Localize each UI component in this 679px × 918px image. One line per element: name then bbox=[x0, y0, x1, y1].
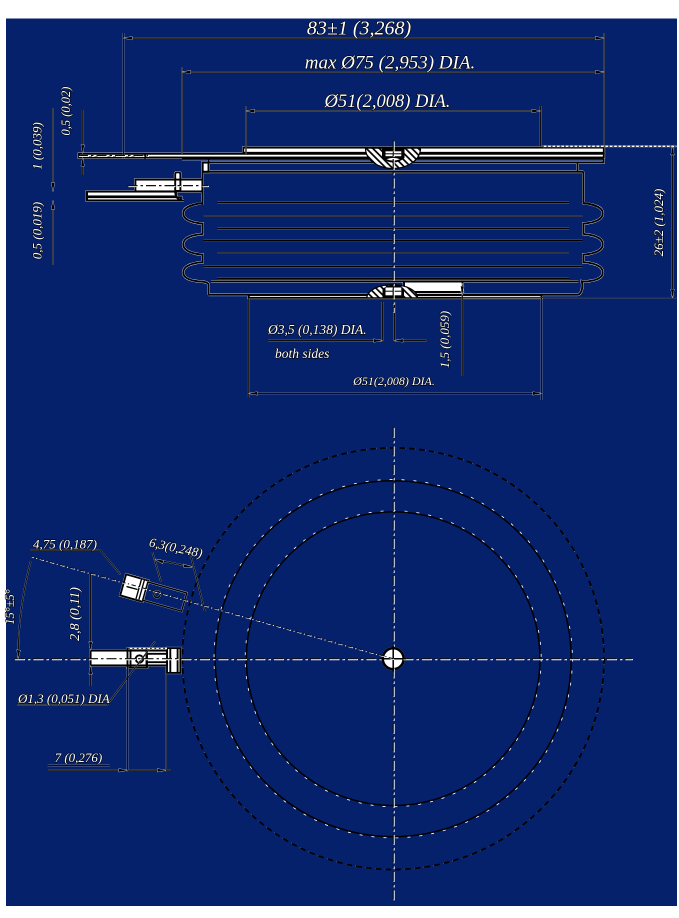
svg-text:1,5 (0,059): 1,5 (0,059) bbox=[437, 311, 452, 368]
svg-text:max Ø75 (2,953) DIA.: max Ø75 (2,953) DIA. bbox=[305, 53, 475, 74]
svg-text:26±2 (1,024): 26±2 (1,024) bbox=[651, 189, 666, 257]
svg-text:Ø3,5 (0,138) DIA.: Ø3,5 (0,138) DIA. bbox=[267, 322, 367, 337]
svg-text:Ø51(2,008) DIA.: Ø51(2,008) DIA. bbox=[352, 374, 435, 388]
svg-text:7 (0,276): 7 (0,276) bbox=[55, 750, 103, 765]
svg-text:both sides: both sides bbox=[275, 346, 329, 361]
svg-text:0,5 (0,019): 0,5 (0,019) bbox=[30, 202, 45, 259]
svg-text:83±1 (3,268): 83±1 (3,268) bbox=[307, 18, 412, 40]
svg-text:4,75 (0,187): 4,75 (0,187) bbox=[33, 537, 97, 552]
svg-text:2,8 (0,11): 2,8 (0,11) bbox=[68, 587, 83, 641]
svg-text:15°±5°: 15°±5° bbox=[3, 589, 17, 625]
svg-text:0,5 (0,02): 0,5 (0,02) bbox=[59, 87, 73, 136]
svg-text:Ø1,3 (0,051) DIA: Ø1,3 (0,051) DIA bbox=[17, 691, 110, 706]
svg-text:Ø51(2,008) DIA.: Ø51(2,008) DIA. bbox=[324, 92, 451, 112]
svg-text:1 (0,039): 1 (0,039) bbox=[30, 122, 45, 170]
